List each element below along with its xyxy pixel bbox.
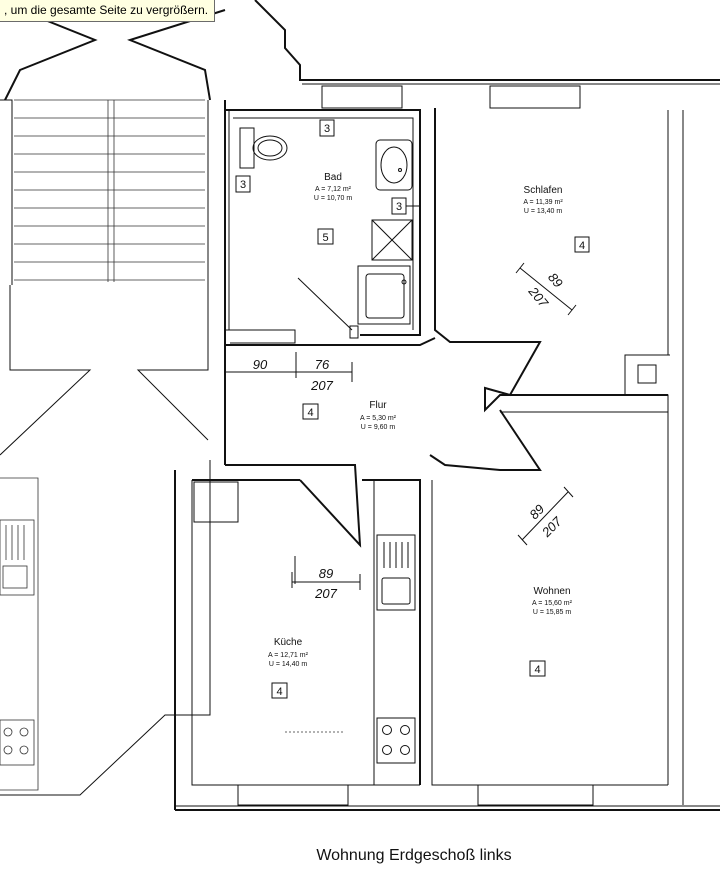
flur-name: Flur bbox=[369, 400, 387, 411]
room-schlafen: Schlafen A = 11,39 m² U = 13,40 m 4 89 2… bbox=[434, 108, 670, 413]
stairwell bbox=[0, 9, 226, 796]
svg-text:3: 3 bbox=[324, 123, 330, 135]
washing-machine-icon bbox=[371, 219, 413, 261]
chimney-icon bbox=[637, 364, 657, 384]
svg-text:207: 207 bbox=[525, 283, 552, 311]
svg-text:207: 207 bbox=[314, 586, 337, 601]
svg-text:4: 4 bbox=[534, 664, 540, 676]
svg-text:3: 3 bbox=[396, 201, 402, 213]
plan-caption: Wohnung Erdgeschoß links bbox=[316, 847, 511, 864]
kueche-name: Küche bbox=[274, 637, 303, 648]
schlafen-name: Schlafen bbox=[524, 185, 563, 196]
wohnen-door-dimension: 89 207 bbox=[517, 486, 574, 546]
flur-dimensions: 90 76 207 bbox=[224, 352, 353, 393]
svg-text:207: 207 bbox=[538, 513, 565, 540]
kitchen-sink-icon bbox=[376, 534, 416, 611]
shower-icon bbox=[357, 265, 411, 325]
svg-text:4: 4 bbox=[307, 407, 313, 419]
tooltip: , um die gesamte Seite zu vergrößern. bbox=[0, 0, 216, 22]
flur-floor-tag: 4 bbox=[302, 403, 319, 420]
room-bad: Bad A = 7,12 m² U = 10,70 m 5 3 3 3 bbox=[225, 109, 421, 344]
kueche-door-dimension: 89 207 bbox=[291, 556, 361, 601]
kitchen-shaft-icon bbox=[193, 481, 239, 523]
outer-walls bbox=[174, 0, 720, 811]
washbasin-icon bbox=[375, 139, 413, 191]
flur-area: A = 5,30 m² bbox=[360, 415, 397, 422]
wohnen-name: Wohnen bbox=[533, 586, 570, 597]
svg-text:3: 3 bbox=[240, 179, 246, 191]
wohnen-area: A = 15,60 m² bbox=[532, 600, 573, 607]
bad-area: A = 7,12 m² bbox=[315, 186, 352, 193]
kueche-floor-tag: 4 bbox=[271, 682, 288, 699]
wohnen-perimeter: U = 15,85 m bbox=[533, 609, 571, 616]
toilet-icon bbox=[239, 127, 288, 169]
svg-text:76: 76 bbox=[315, 357, 330, 372]
bad-perimeter: U = 10,70 m bbox=[314, 195, 352, 202]
bad-floor-tag: 5 bbox=[317, 228, 334, 245]
svg-text:89: 89 bbox=[545, 270, 566, 291]
room-kueche: 89 207 Küche A = 12,71 m² U = 14,40 m 4 bbox=[191, 479, 421, 786]
flur-perimeter: U = 9,60 m bbox=[361, 424, 396, 431]
kueche-area: A = 12,71 m² bbox=[268, 652, 309, 659]
svg-text:4: 4 bbox=[276, 686, 282, 698]
svg-text:89: 89 bbox=[526, 501, 547, 522]
schlafen-perimeter: U = 13,40 m bbox=[524, 208, 562, 215]
svg-text:207: 207 bbox=[310, 378, 333, 393]
kueche-perimeter: U = 14,40 m bbox=[269, 661, 307, 668]
bad-top-wall-tag: 3 bbox=[319, 119, 335, 137]
room-flur: 90 76 207 Flur A = 5,30 m² U = 9,60 m 4 bbox=[224, 337, 542, 548]
svg-text:89: 89 bbox=[319, 566, 333, 581]
schlafen-door-dimension: 89 207 bbox=[515, 262, 577, 316]
bad-name: Bad bbox=[324, 172, 342, 183]
kitchen-stove-icon bbox=[376, 717, 416, 764]
neighbor-sink-icon bbox=[0, 519, 35, 596]
wohnen-floor-tag: 4 bbox=[529, 660, 546, 677]
neighbor-stove-icon bbox=[0, 719, 35, 766]
svg-text:5: 5 bbox=[322, 232, 328, 244]
bad-left-wall-tag: 3 bbox=[235, 175, 251, 193]
schlafen-floor-tag: 4 bbox=[574, 236, 590, 253]
schlafen-area: A = 11,39 m² bbox=[523, 199, 563, 206]
svg-text:90: 90 bbox=[253, 357, 268, 372]
bad-right-wall-tag: 3 bbox=[391, 197, 420, 215]
svg-text:4: 4 bbox=[579, 240, 585, 252]
